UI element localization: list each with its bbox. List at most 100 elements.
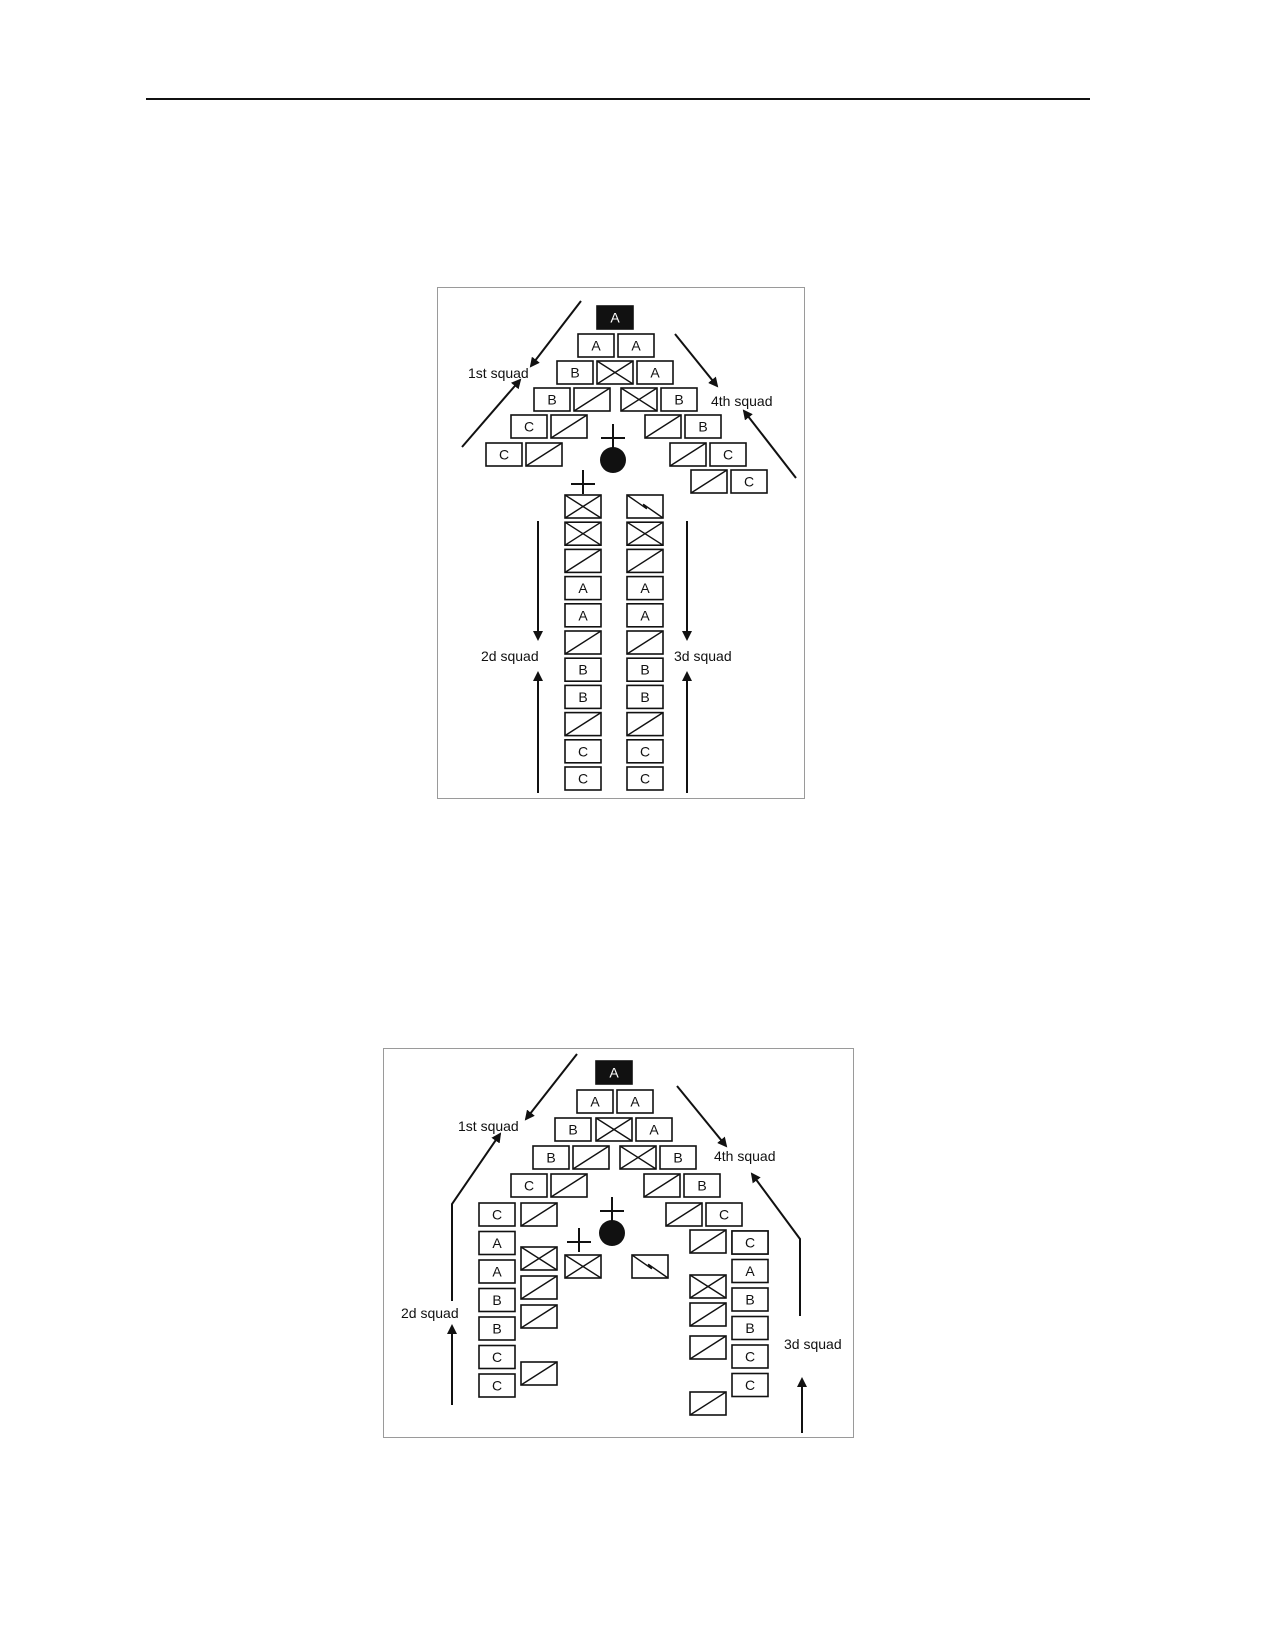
- squad1-arrow-up: [461, 378, 522, 448]
- squad4-arrow-up: [750, 1172, 801, 1316]
- svg-text:A: A: [610, 310, 620, 326]
- unit-symbol: A: [564, 575, 602, 601]
- unit-symbol: B: [554, 1117, 592, 1142]
- squad4-arrow-down: [676, 1085, 728, 1148]
- unit-symbol: B: [659, 1145, 697, 1170]
- svg-text:A: A: [492, 1264, 502, 1280]
- unit-symbol: A: [626, 575, 664, 601]
- squad1-arrow-down: [529, 300, 582, 368]
- unit-symbol: A: [731, 1258, 769, 1284]
- svg-text:C: C: [640, 771, 650, 787]
- unit-symbol: C: [705, 1202, 743, 1227]
- svg-text:A: A: [578, 580, 588, 596]
- unit-symbol: [573, 387, 611, 412]
- unit-symbol: C: [485, 442, 523, 467]
- unit-symbol: [626, 711, 664, 737]
- unit-symbol: [626, 494, 664, 519]
- svg-text:C: C: [745, 1349, 755, 1365]
- unit-symbol: [689, 1274, 727, 1299]
- unit-symbol: [525, 442, 563, 467]
- unit-symbol: C: [564, 738, 602, 764]
- svg-text:B: B: [640, 662, 649, 678]
- svg-text:B: B: [745, 1292, 754, 1308]
- unit-symbol: [550, 414, 588, 439]
- unit-symbol: A: [626, 602, 664, 628]
- unit-symbol: A: [478, 1230, 516, 1256]
- unit-symbol: A: [595, 1060, 633, 1085]
- svg-text:A: A: [650, 365, 660, 381]
- leader-mark-symbol: [567, 1228, 591, 1252]
- svg-text:C: C: [524, 419, 534, 435]
- unit-symbol: [619, 1145, 657, 1170]
- svg-text:B: B: [674, 392, 683, 408]
- unit-symbol: [564, 494, 602, 519]
- unit-symbol: C: [731, 1372, 769, 1398]
- svg-text:C: C: [524, 1178, 534, 1194]
- unit-symbol: B: [532, 1145, 570, 1170]
- unit-symbol: B: [556, 360, 594, 385]
- unit-symbol: B: [626, 657, 664, 683]
- svg-text:A: A: [649, 1122, 659, 1138]
- svg-text:A: A: [590, 1094, 600, 1110]
- unit-symbol: [564, 711, 602, 737]
- unit-symbol: [669, 442, 707, 467]
- unit-symbol: A: [577, 333, 615, 358]
- unit-symbol: C: [730, 469, 768, 494]
- unit-symbol: [520, 1246, 558, 1271]
- svg-text:A: A: [745, 1263, 755, 1279]
- unit-symbol: A: [636, 360, 674, 385]
- svg-text:C: C: [578, 771, 588, 787]
- unit-symbol: A: [616, 1089, 654, 1114]
- unit-symbol: C: [478, 1344, 516, 1370]
- squad1-arrow-up: [451, 1132, 502, 1301]
- squad4-label: 4th squad: [711, 393, 773, 409]
- unit-symbol: [643, 1173, 681, 1198]
- header-rule: [146, 98, 1090, 100]
- unit-symbol: [520, 1304, 558, 1329]
- svg-text:A: A: [609, 1065, 619, 1081]
- unit-symbol: [644, 414, 682, 439]
- svg-text:A: A: [591, 338, 601, 354]
- svg-text:C: C: [499, 447, 509, 463]
- unit-symbol: [564, 548, 602, 574]
- svg-text:B: B: [578, 689, 587, 705]
- unit-symbol: B: [683, 1173, 721, 1198]
- unit-symbol: [550, 1173, 588, 1198]
- svg-text:A: A: [630, 1094, 640, 1110]
- unit-symbol: [596, 360, 634, 385]
- svg-text:A: A: [631, 338, 641, 354]
- unit-symbol: [689, 1335, 727, 1360]
- squad2-label: 2d squad: [481, 648, 539, 664]
- unit-symbol: C: [510, 1173, 548, 1198]
- svg-text:A: A: [640, 580, 650, 596]
- unit-symbol: B: [684, 414, 722, 439]
- squad1-label: 1st squad: [468, 365, 529, 381]
- svg-text:B: B: [578, 662, 587, 678]
- unit-symbol: [572, 1145, 610, 1170]
- svg-text:C: C: [744, 474, 754, 490]
- unit-symbol: B: [660, 387, 698, 412]
- unit-symbol: [690, 469, 728, 494]
- unit-symbol: [620, 387, 658, 412]
- unit-symbol: C: [626, 766, 664, 791]
- unit-symbol: B: [731, 1315, 769, 1341]
- svg-text:B: B: [745, 1320, 754, 1336]
- unit-symbol: A: [635, 1117, 673, 1142]
- svg-text:B: B: [547, 392, 556, 408]
- svg-text:C: C: [492, 1378, 502, 1394]
- unit-symbol: [631, 1254, 669, 1279]
- svg-text:B: B: [570, 365, 579, 381]
- leader-mark-symbol: [571, 470, 595, 494]
- unit-symbol: [626, 548, 664, 574]
- svg-text:C: C: [745, 1235, 755, 1251]
- squad4-arrow-down: [674, 333, 719, 388]
- unit-symbol: [564, 521, 602, 546]
- unit-symbol: A: [478, 1259, 516, 1284]
- unit-symbol: A: [617, 333, 655, 358]
- svg-text:B: B: [546, 1150, 555, 1166]
- squad1-label: 1st squad: [458, 1118, 519, 1134]
- formation-diagram-2-svg: AAABABBCBCCAABBCCAABBCCC 1st squad 4th s…: [401, 1053, 842, 1433]
- unit-symbol: A: [564, 602, 602, 628]
